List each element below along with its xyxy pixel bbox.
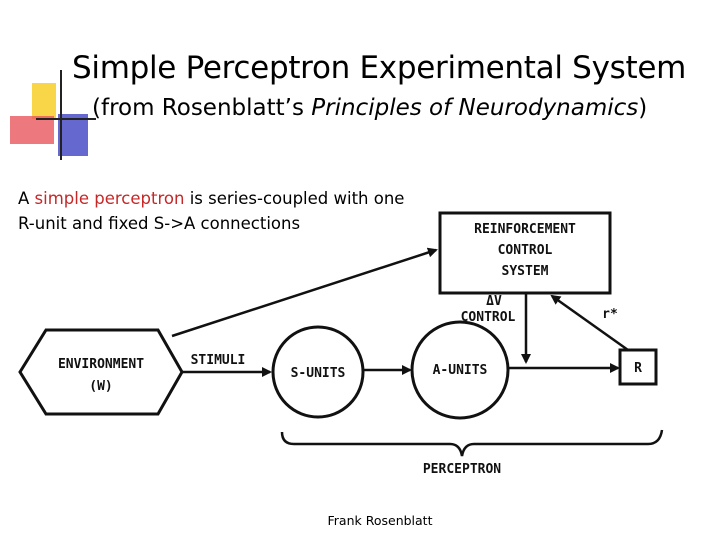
reinforcement-label-2: CONTROL (498, 243, 553, 258)
delta-v-label: ΔV (486, 294, 502, 309)
intro-highlight: simple perceptron (34, 189, 185, 208)
environment-label: ENVIRONMENT (58, 357, 144, 372)
subtitle-prefix: (from Rosenblatt’s (92, 95, 312, 121)
reinforcement-label-3: SYSTEM (502, 264, 549, 279)
intro-part1: A (18, 189, 35, 208)
r-unit-label: R (634, 361, 642, 376)
intro-part2: is series-coupled with one R-unit and fi… (18, 189, 405, 233)
subtitle-suffix: ) (638, 95, 648, 121)
accent-yellow-square (32, 83, 56, 119)
a-units-circle (410, 320, 510, 420)
accent-horizontal-line (36, 118, 96, 120)
accent-red-square (10, 116, 54, 144)
s-units-label: S-UNITS (291, 366, 346, 381)
footer-author: Frank Rosenblatt (327, 513, 433, 528)
slide-title: Simple Perceptron Experimental System (72, 50, 686, 86)
reinforcement-label-1: REINFORCEMENT (474, 222, 576, 237)
a-units-label: A-UNITS (433, 363, 488, 378)
perceptron-bracket (280, 429, 664, 457)
subtitle-book-title: Principles of Neurodynamics (311, 95, 639, 121)
r-star-label: r* (602, 307, 618, 322)
environment-hexagon (18, 328, 184, 416)
arrow-r-to-reinforcement (550, 294, 629, 352)
slide-subtitle: (from Rosenblatt’s Principles of Neurody… (92, 92, 712, 124)
intro-text: A simple perceptron is series-coupled wi… (18, 186, 418, 236)
accent-vertical-line (60, 70, 62, 160)
reinforcement-control-box (438, 211, 612, 295)
accent-blue-square (58, 114, 88, 156)
environment-sublabel: (W) (89, 379, 112, 394)
r-unit-box (618, 348, 658, 386)
perceptron-label: PERCEPTRON (423, 462, 501, 477)
s-units-circle (271, 325, 365, 419)
stimuli-label: STIMULI (191, 353, 246, 368)
control-label: CONTROL (461, 310, 516, 325)
arrow-env-to-reinforcement (171, 247, 438, 338)
